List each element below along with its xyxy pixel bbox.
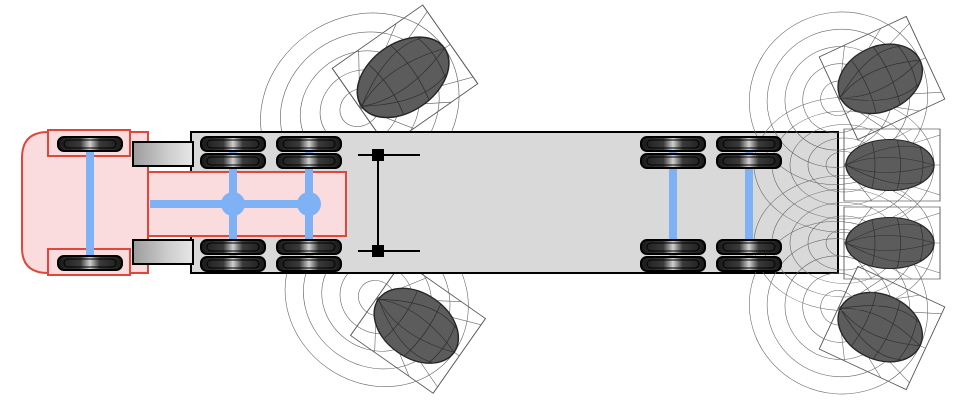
- trailer-tire-2b: [716, 153, 782, 169]
- headlamp-bottom: [132, 239, 194, 265]
- trailer-tire-1d: [640, 256, 706, 272]
- drive-tire-2d: [276, 256, 342, 272]
- trailer-tire-2a: [716, 136, 782, 152]
- drive-tire-1b: [200, 153, 266, 169]
- headlamp-top: [132, 141, 194, 167]
- drive-tire-1d: [200, 256, 266, 272]
- cab-front-tire-bottom: [57, 255, 123, 271]
- trailer-tire-2c: [716, 239, 782, 255]
- trailer-tire-1a: [640, 136, 706, 152]
- cab-front-tire-top: [57, 136, 123, 152]
- trailer-axle-2: [745, 150, 753, 258]
- trailer-tire-1c: [640, 239, 706, 255]
- kingpin-bracket: [358, 149, 420, 257]
- cab-front-axle: [86, 150, 94, 258]
- drive-tire-1a: [200, 136, 266, 152]
- drive-tire-2b: [276, 153, 342, 169]
- drive-tire-2c: [276, 239, 342, 255]
- drive-axles: [150, 150, 321, 258]
- trailer-tire-1b: [640, 153, 706, 169]
- trailer-tire-2d: [716, 256, 782, 272]
- drive-tire-1c: [200, 239, 266, 255]
- drive-tire-2a: [276, 136, 342, 152]
- axle-joint-1: [221, 192, 245, 216]
- trailer-axle-1: [669, 150, 677, 258]
- axle-joint-2: [297, 192, 321, 216]
